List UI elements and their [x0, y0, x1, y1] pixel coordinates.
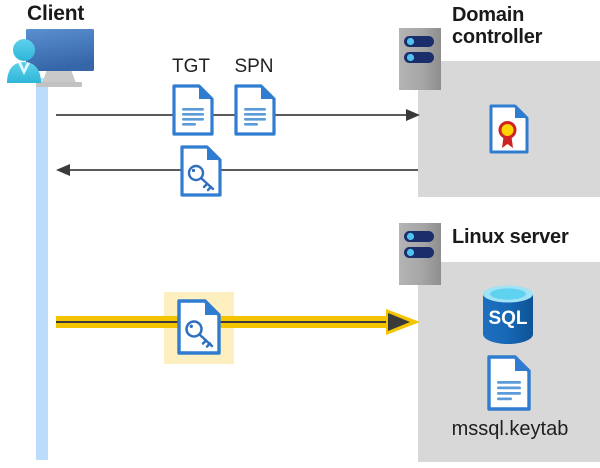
page-title-linux-server: Linux server: [452, 226, 569, 248]
sql-database-icon: SQL: [479, 284, 537, 346]
response-flow-arrow: [56, 163, 418, 177]
page-title-client: Client: [27, 2, 85, 25]
spn-document-icon: [234, 84, 276, 136]
linux-server-rack-icon: [399, 223, 441, 285]
domain-controller-title-line2: controller: [452, 26, 543, 49]
tgt-label: TGT: [172, 56, 210, 77]
keytab-flow-arrow: [56, 308, 420, 336]
spn-label: SPN: [234, 56, 274, 77]
ticket-key-document-icon: [180, 145, 222, 197]
page-title-domain-controller: Domain controller: [452, 4, 592, 49]
sql-icon-text: SQL: [488, 308, 527, 329]
client-icon: [6, 27, 102, 89]
tgt-document-icon: [172, 84, 214, 136]
domain-controller-title-line1: Domain: [452, 4, 525, 26]
request-flow-arrow: [56, 108, 420, 122]
keytab-key-document-icon: [177, 299, 221, 355]
keytab-document-icon: [487, 355, 531, 411]
certificate-document-icon: [489, 104, 529, 154]
client-lifeline: [36, 78, 48, 460]
domain-controller-server-rack-icon: [399, 28, 441, 90]
keytab-file-label: mssql.keytab: [451, 418, 569, 440]
